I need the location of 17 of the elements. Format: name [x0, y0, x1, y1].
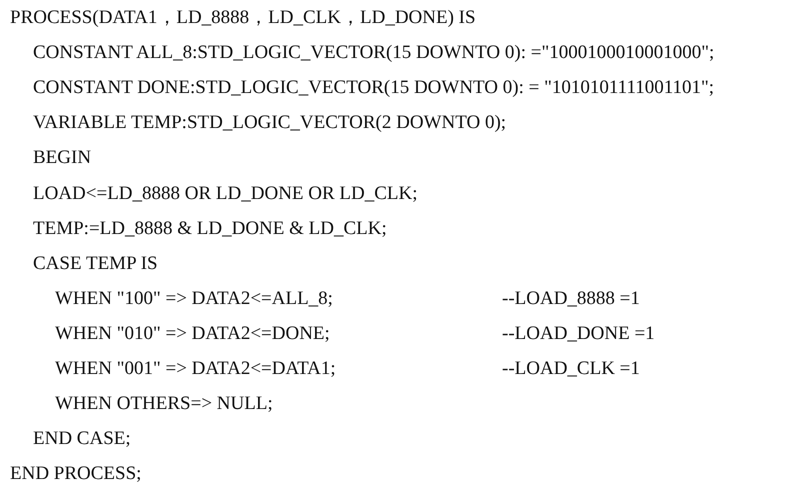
code-line: END PROCESS;: [10, 463, 142, 486]
code-line: BEGIN: [33, 147, 92, 170]
code-comment: --LOAD_8888 =1: [502, 288, 640, 310]
code-line: WHEN "001" => DATA2<=DATA1;: [55, 358, 336, 380]
code-line: VARIABLE TEMP:STD_LOGIC_VECTOR(2 DOWNTO 0);: [33, 112, 506, 134]
code-line: WHEN OTHERS=> NULL;: [55, 393, 273, 416]
code-line: LOAD<=LD_8888 OR LD_DONE OR LD_CLK;: [33, 182, 418, 204]
code-line: WHEN "010" => DATA2<=DONE;: [55, 322, 330, 345]
code-comment: --LOAD_CLK =1: [502, 358, 640, 380]
code-line: CONSTANT ALL_8:STD_LOGIC_VECTOR(15 DOWNTO 0): ="1000100010001000";: [33, 42, 714, 64]
code-comment: --LOAD_DONE =1: [502, 322, 655, 345]
code-line: END CASE;: [33, 428, 131, 450]
code-line: TEMP:=LD_8888 & LD_DONE & LD_CLK;: [33, 218, 387, 240]
code-line: CASE TEMP IS: [33, 252, 158, 275]
code-line: CONSTANT DONE:STD_LOGIC_VECTOR(15 DOWNTO 0): = "1010101111001101";: [33, 77, 714, 100]
code-line: WHEN "100" => DATA2<=ALL_8;: [55, 288, 333, 310]
code-line: PROCESS(DATA1，LD_8888，LD_CLK，LD_DONE) IS: [10, 7, 476, 29]
